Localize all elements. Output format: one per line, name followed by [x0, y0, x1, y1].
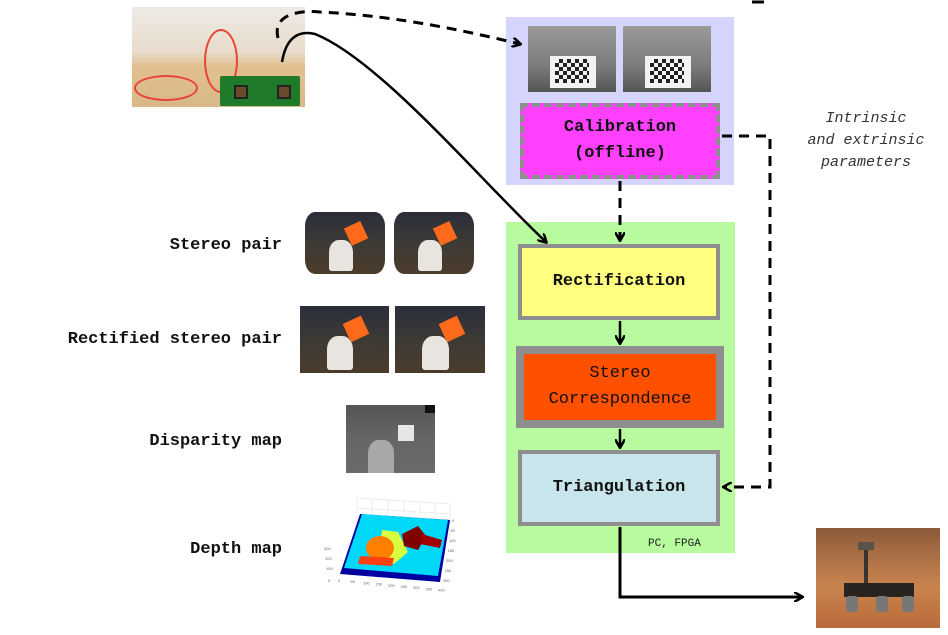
rectified-image-right	[395, 306, 485, 373]
calibration-block: Calibration (offline)	[520, 103, 720, 179]
y-tick: 100	[449, 538, 456, 543]
triangulation-block: Triangulation	[518, 450, 720, 526]
x-tick: 250	[401, 584, 408, 589]
disparity-lamp	[398, 425, 414, 441]
parameters-annotation: Intrinsic and extrinsic parameters	[796, 108, 936, 174]
y-tick: 250	[445, 568, 452, 573]
x-tick: 400	[438, 588, 445, 593]
rover-camera	[858, 542, 874, 550]
stereo-correspondence-block: Stereo Correspondence	[516, 346, 724, 428]
camera-sensor-right	[277, 85, 291, 99]
usb-cable	[134, 75, 198, 101]
checkerboard-pattern	[650, 59, 684, 83]
z-tick: 200	[325, 556, 332, 561]
depth-map-plot: 0 100 200 300 0 50 100 150 200 250 300 350 400 0…	[324, 497, 456, 593]
z-tick: 300	[324, 546, 331, 551]
depth-box	[358, 556, 394, 566]
rectification-block: Rectification	[518, 244, 720, 320]
x-tick: 300	[413, 585, 420, 590]
camera-to-calibration-arrow	[275, 10, 520, 44]
x-tick: 200	[388, 583, 395, 588]
y-tick: 0	[452, 518, 455, 523]
statue-head	[329, 239, 353, 271]
disparity-occlusion	[425, 405, 435, 413]
triangulation-label: Triangulation	[552, 478, 686, 497]
stereo-image-left	[305, 212, 385, 274]
rover-mast	[864, 546, 868, 586]
rover-photo	[816, 528, 940, 628]
calibration-image-right	[623, 26, 711, 92]
rover-wheel	[846, 596, 858, 612]
z-tick: 0	[328, 578, 331, 583]
plot-ticks: 0 100 200 300	[324, 546, 333, 583]
z-tick: 100	[326, 566, 333, 571]
stereo-pair-label: Stereo pair	[169, 236, 282, 255]
statue-head	[326, 336, 354, 370]
disparity-map-label: Disparity map	[149, 432, 282, 451]
disparity-map-image	[346, 405, 435, 473]
y-ticks: 0 50 100 150 200 250 300	[443, 518, 456, 583]
x-tick: 150	[376, 582, 383, 587]
calibration-sublabel: (offline)	[574, 144, 666, 163]
rover-wheel	[876, 596, 888, 612]
calibration-image-left	[528, 26, 616, 92]
depth-map-label: Depth map	[190, 540, 282, 559]
parameters-line-2: and extrinsic	[807, 132, 925, 149]
parameters-line-1: Intrinsic	[825, 110, 907, 127]
depth-arm	[420, 534, 442, 548]
y-tick: 150	[448, 548, 455, 553]
disparity-foreground	[368, 440, 394, 473]
rectified-image-left	[300, 306, 389, 373]
camera-sensor-left	[234, 85, 248, 99]
x-tick: 0	[338, 578, 341, 583]
calibration-label: Calibration	[563, 118, 677, 137]
y-tick: 200	[446, 558, 453, 563]
rover-wheel	[902, 596, 914, 612]
stereo-image-right	[394, 212, 474, 274]
x-ticks: 0 50 100 150 200 250 300 350 400	[338, 578, 445, 593]
checkerboard-pattern	[555, 59, 589, 83]
correspondence-label-2: Correspondence	[548, 390, 692, 409]
rectification-label: Rectification	[552, 272, 686, 291]
correspondence-label-1: Stereo	[589, 364, 651, 383]
rectified-pair-label: Rectified stereo pair	[67, 330, 282, 349]
parameters-line-3: parameters	[820, 154, 911, 171]
statue-head	[422, 336, 449, 370]
stereo-camera-photo	[132, 7, 305, 107]
statue-head	[418, 239, 442, 271]
x-tick: 100	[363, 580, 370, 585]
platform-label: PC, FPGA	[648, 538, 701, 550]
rover-body	[844, 583, 914, 597]
y-tick: 50	[451, 528, 456, 533]
x-tick: 350	[426, 586, 433, 591]
depth-head	[366, 536, 394, 560]
x-tick: 50	[351, 579, 356, 584]
y-tick: 300	[443, 578, 450, 583]
